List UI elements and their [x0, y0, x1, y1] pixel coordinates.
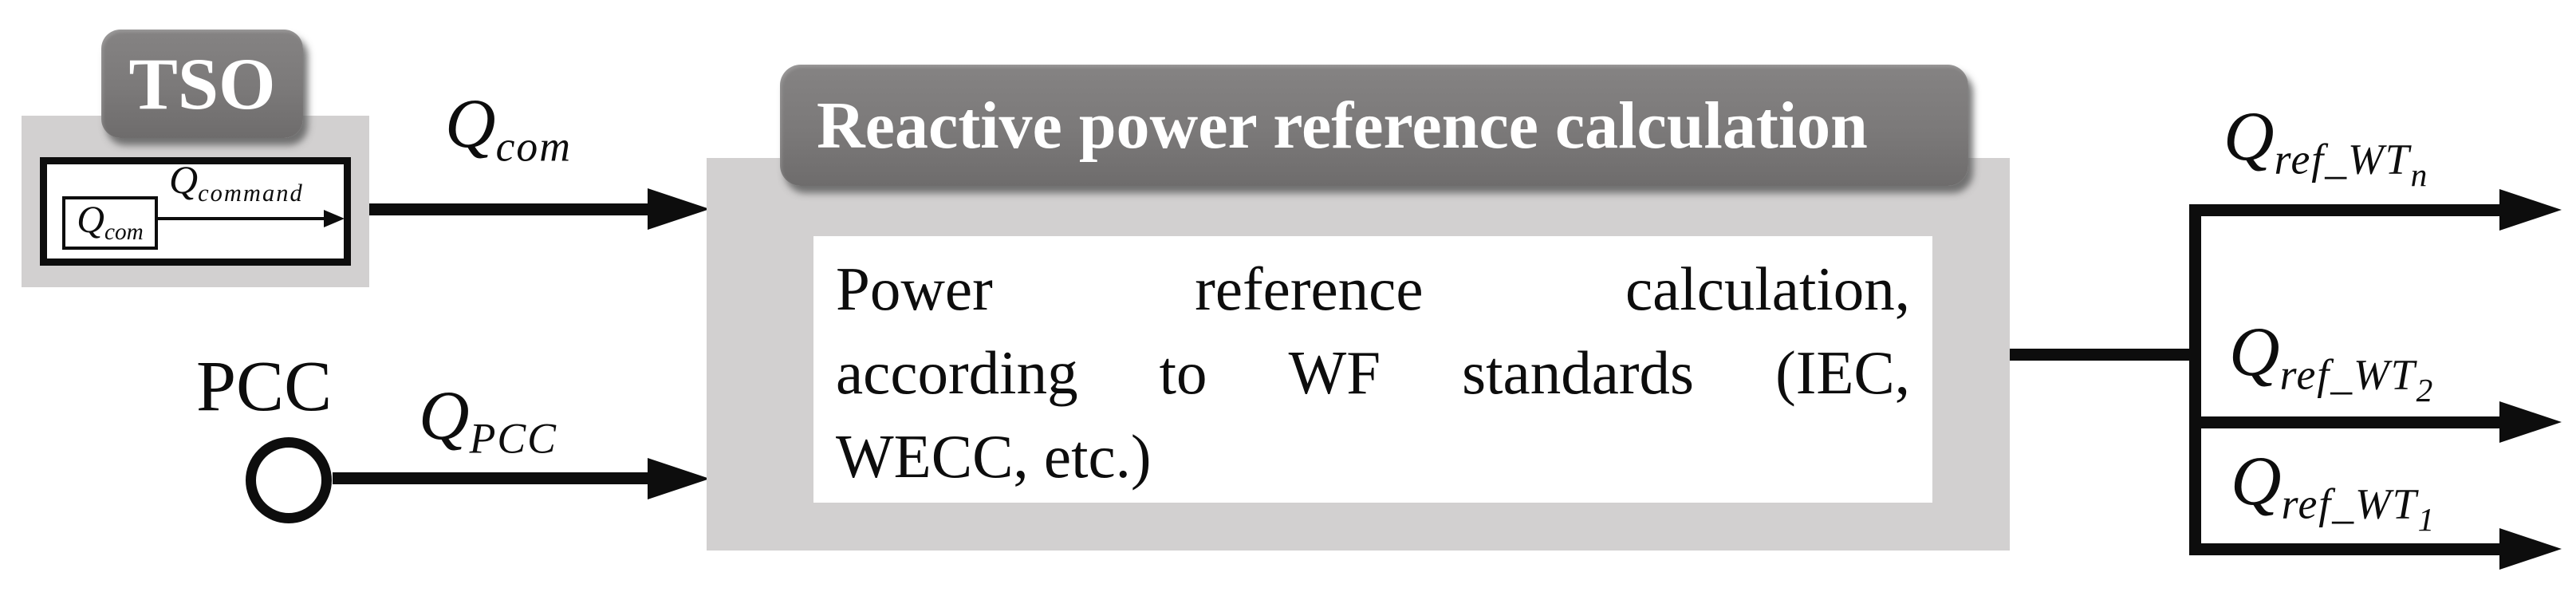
output-connector-line — [2010, 349, 2195, 361]
qref-wt1-arrowhead-icon — [2499, 528, 2562, 570]
qcom-arrow-line — [369, 203, 654, 215]
qref-wt2-arrowhead-icon — [2499, 401, 2562, 443]
qcom-arrow-label: Qcom — [445, 85, 572, 171]
description-line-3: WECC, etc.) — [836, 422, 1152, 491]
qref-wt2-arrow-line — [2195, 416, 2504, 428]
main-block-title-bar: Reactive power reference calculation — [780, 65, 1968, 186]
main-block-title: Reactive power reference calculation — [817, 88, 1868, 163]
qcom-arrowhead-icon — [648, 188, 710, 230]
qpcc-arrow-line — [333, 472, 654, 484]
qref-wt2-label: Qref_WT2 — [2229, 314, 2434, 409]
qcom-source-box: Qcom — [62, 196, 158, 250]
qcommand-label: Qcommand — [169, 157, 304, 207]
pcc-label: PCC — [196, 347, 333, 426]
qref-wtn-arrowhead-icon — [2499, 189, 2562, 231]
qref-wtn-arrow-line — [2195, 204, 2504, 216]
qpcc-arrow-label: QPCC — [419, 377, 557, 463]
qref-wt1-label: Qref_WT1 — [2231, 443, 2436, 539]
qref-wtn-label: Qref_WTn — [2223, 98, 2428, 194]
pcc-node-circle — [246, 437, 332, 523]
qcommand-arrow-line — [158, 217, 327, 220]
qcommand-arrowhead-icon — [324, 210, 345, 227]
tso-badge: TSO — [101, 30, 303, 138]
qref-wt1-arrow-line — [2195, 543, 2504, 555]
output-trunk-line — [2189, 204, 2201, 555]
qcom-source-label: Qcom — [77, 199, 144, 246]
qpcc-arrowhead-icon — [648, 458, 710, 499]
tso-badge-label: TSO — [128, 43, 276, 124]
